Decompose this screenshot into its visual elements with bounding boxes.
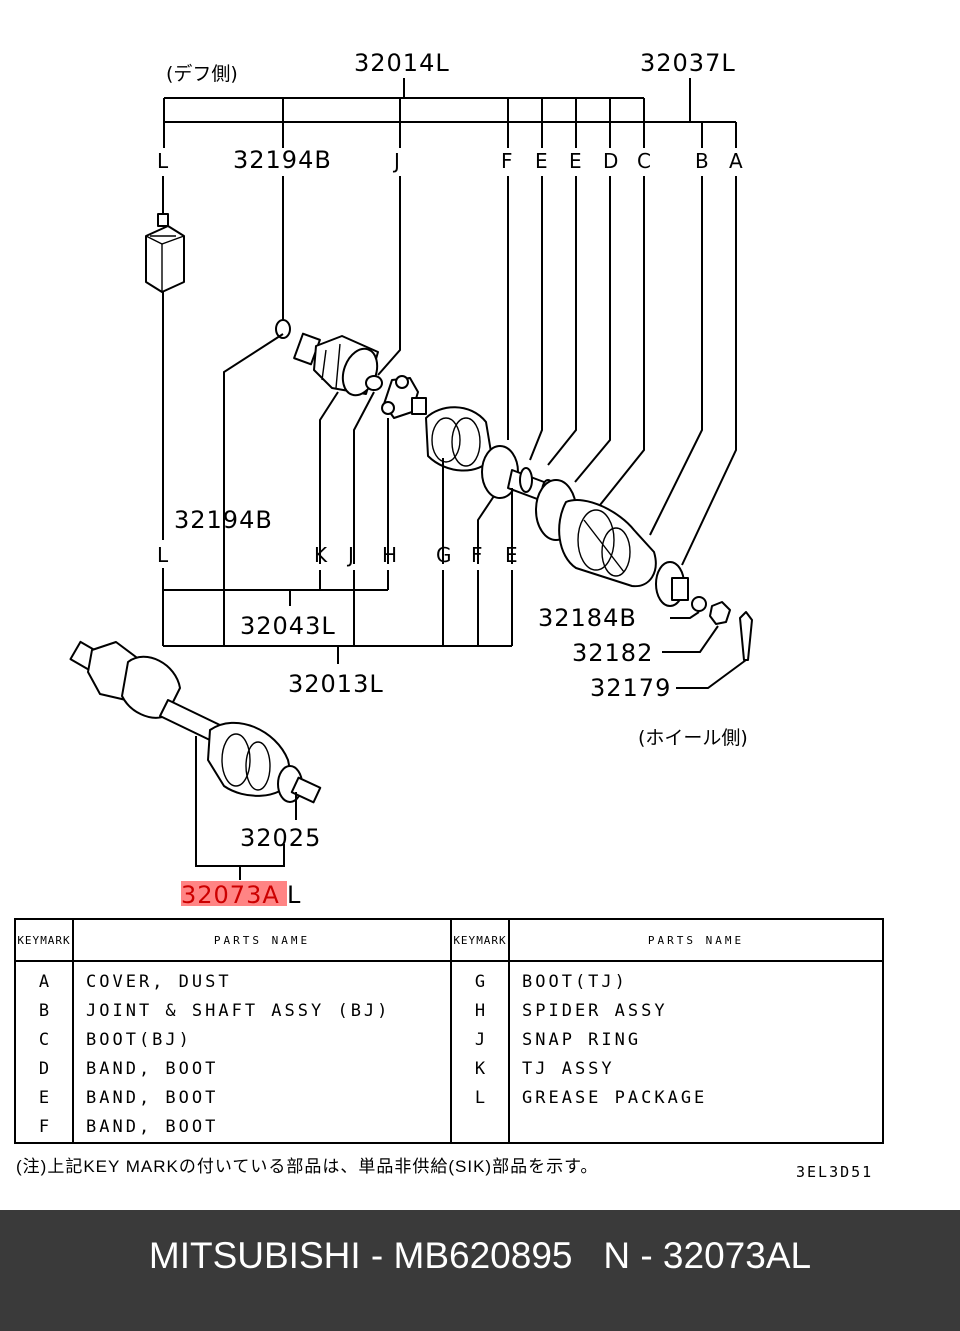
key-header-line2: MARK <box>476 933 507 947</box>
parts-name-header: PARTS NAME <box>647 933 745 947</box>
snap-ring-drawing <box>365 375 383 391</box>
table-row-key: K <box>474 1059 486 1079</box>
callout-32014l: 32014L <box>354 49 450 77</box>
table-row-key: H <box>474 1001 486 1021</box>
name-column: BOOT(TJ) SPIDER ASSY SNAP RING TJ ASSY G… <box>510 962 882 1142</box>
table-row-key: D <box>38 1059 50 1079</box>
table-row-name: COVER, DUST <box>86 972 232 992</box>
table-row-key: E <box>38 1088 50 1108</box>
spider-assy-drawing <box>381 375 427 419</box>
table-row-name: JOINT & SHAFT ASSY (BJ) <box>86 1001 391 1021</box>
callout-32073al-suffix: L <box>287 881 301 909</box>
callout-32037l: 32037L <box>640 49 736 77</box>
callout-32184b: 32184B <box>538 604 637 632</box>
key-column: A B C D E F <box>16 962 74 1142</box>
bracket-bottom <box>162 333 513 664</box>
table-row-name: BAND, BOOT <box>86 1088 219 1108</box>
bracket-32014l <box>163 78 645 148</box>
key-mark-header: KEY MARK <box>16 920 74 960</box>
parts-table-left: KEY MARK PARTS NAME A B C D E F COVER, D… <box>16 920 452 1142</box>
bj-boot-drawing <box>535 479 657 588</box>
key-letter-f-bottom: F <box>471 543 483 567</box>
callout-32025: 32025 <box>240 824 321 852</box>
bracket-32037l <box>164 78 737 148</box>
key-letter-e-top-1: E <box>535 149 548 173</box>
table-row-name: BAND, BOOT <box>86 1117 219 1137</box>
key-letter-e-top-2: E <box>569 149 582 173</box>
callout-32182: 32182 <box>572 639 653 667</box>
leader-lines-top <box>162 176 737 566</box>
table-row-name: TJ ASSY <box>522 1059 615 1079</box>
footnote: (注)上記KEY MARKの付いている部品は、単品非供給(SIK)部品を示す。 <box>16 1157 599 1176</box>
callout-32179: 32179 <box>590 674 671 702</box>
table-body: A B C D E F COVER, DUST JOINT & SHAFT AS… <box>16 962 450 1142</box>
table-row-name: SNAP RING <box>522 1030 642 1050</box>
footer-bar: MITSUBISHI - MB620895 N - 32073AL <box>0 1210 960 1331</box>
washer-32184b-drawing <box>691 596 707 612</box>
callout-32073al: 32073A <box>181 881 280 909</box>
key-mark-header: KEY MARK <box>452 920 510 960</box>
table-row-name: GREASE PACKAGE <box>522 1088 708 1108</box>
key-letter-j-bottom: J <box>346 543 354 567</box>
name-column: COVER, DUST JOINT & SHAFT ASSY (BJ) BOOT… <box>74 962 450 1142</box>
key-letter-f-top: F <box>501 149 513 173</box>
highlight-32073al <box>181 881 287 906</box>
callout-32194b-top: 32194B <box>233 146 332 174</box>
key-letter-d-top: D <box>603 149 618 173</box>
drawing-code: 3EL3D51 <box>796 1163 874 1181</box>
table-row-key: J <box>474 1030 486 1050</box>
assembled-driveshaft-drawing <box>69 640 322 804</box>
parts-name-header: PARTS NAME <box>213 933 311 947</box>
table-row-name: SPIDER ASSY <box>522 1001 668 1021</box>
snap-ring-32194b-drawing <box>275 319 291 339</box>
leader-32182 <box>662 625 719 653</box>
leader-32184b <box>670 611 700 619</box>
leader-32179 <box>676 659 747 689</box>
exploded-parts-diagram: (デフ側) 32014L 32037L 32194B L J F E E D C… <box>69 49 753 909</box>
table-header: KEY MARK PARTS NAME <box>452 920 882 962</box>
callout-32194b-mid: 32194B <box>174 506 273 534</box>
table-row-key: B <box>38 1001 50 1021</box>
key-letter-c-top: C <box>637 149 651 173</box>
key-letter-j-top: J <box>392 149 400 173</box>
key-header-line1: KEY <box>453 933 477 947</box>
key-letter-e-bottom: E <box>505 543 518 567</box>
table-row-key: L <box>474 1088 486 1108</box>
key-column: G H J K L <box>452 962 510 1142</box>
key-header-line1: KEY <box>17 933 41 947</box>
label-wheel-side: (ホイール側) <box>638 727 748 749</box>
callout-32013l: 32013L <box>288 670 384 698</box>
callout-32043l: 32043L <box>240 612 336 640</box>
key-letter-h-bottom: H <box>382 543 397 567</box>
table-header: KEY MARK PARTS NAME <box>16 920 450 962</box>
table-row-name: BOOT(TJ) <box>522 972 628 992</box>
table-row-key: A <box>38 972 50 992</box>
table-row-name: BAND, BOOT <box>86 1059 219 1079</box>
cotter-pin-32179-drawing <box>739 611 753 661</box>
parts-table: KEY MARK PARTS NAME A B C D E F COVER, D… <box>14 918 884 1144</box>
bj-stub-drawing <box>671 577 689 601</box>
key-letter-a-top: A <box>729 149 743 173</box>
parts-table-right: KEY MARK PARTS NAME G H J K L BOOT(TJ) S… <box>452 920 882 1142</box>
table-body: G H J K L BOOT(TJ) SPIDER ASSY SNAP RING… <box>452 962 882 1142</box>
key-letter-g-bottom: G <box>436 543 452 567</box>
table-row-key: G <box>474 972 486 992</box>
key-letter-b-top: B <box>695 149 709 173</box>
table-row-key: C <box>38 1030 50 1050</box>
footer-caption: MITSUBISHI - MB620895 N - 32073AL <box>148 1234 812 1276</box>
tj-assy-drawing <box>293 332 379 397</box>
grease-package-drawing <box>145 213 185 293</box>
label-diff-side: (デフ側) <box>166 63 238 85</box>
boot-tj-drawing <box>425 406 493 472</box>
key-letter-k-bottom: K <box>314 543 328 567</box>
key-letter-l-bottom: L <box>157 543 169 567</box>
key-header-line2: MARK <box>40 933 71 947</box>
table-row-key: F <box>38 1117 50 1137</box>
table-row-name: BOOT(BJ) <box>86 1030 192 1050</box>
nut-32182-drawing <box>709 601 731 625</box>
key-letter-l-top: L <box>157 149 169 173</box>
